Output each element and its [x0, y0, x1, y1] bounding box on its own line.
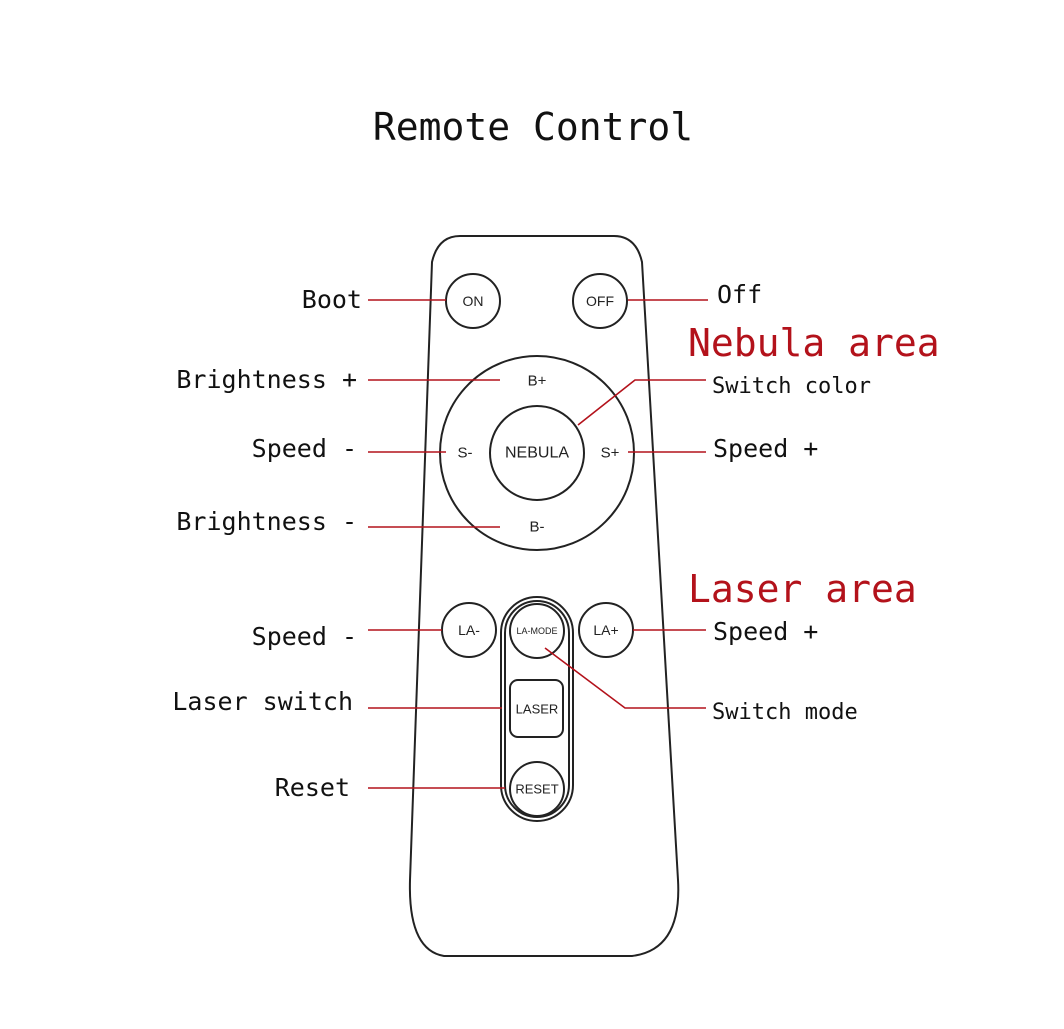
label-speed-plus-laser: Speed + — [713, 617, 818, 646]
laser-pill-outer — [500, 596, 574, 822]
la-mode-label: LA-MODE — [516, 626, 557, 636]
laser-button-label: LASER — [516, 702, 559, 717]
label-laser-switch: Laser switch — [172, 687, 353, 716]
on-button[interactable]: ON — [445, 273, 501, 329]
label-reset: Reset — [275, 773, 350, 802]
la-plus-button[interactable]: LA+ — [578, 602, 634, 658]
label-speed-plus-nebula: Speed + — [713, 434, 818, 463]
la-plus-label: LA+ — [593, 622, 618, 638]
nebula-button-label: NEBULA — [505, 445, 569, 462]
laser-button[interactable]: LASER — [509, 679, 564, 738]
off-button[interactable]: OFF — [572, 273, 628, 329]
label-switch-mode: Switch mode — [712, 700, 858, 725]
leader-lines — [368, 299, 708, 789]
brightness-minus-button[interactable]: B- — [530, 519, 545, 536]
speed-minus-button[interactable]: S- — [458, 445, 473, 462]
label-brightness-minus: Brightness - — [176, 507, 357, 536]
la-minus-button[interactable]: LA- — [441, 602, 497, 658]
la-mode-button[interactable]: LA-MODE — [509, 603, 565, 659]
reset-button[interactable]: RESET — [509, 761, 565, 817]
nebula-button[interactable]: NEBULA — [489, 405, 585, 501]
label-speed-minus-laser: Speed - — [252, 622, 357, 651]
reset-button-label: RESET — [515, 782, 558, 797]
label-off: Off — [717, 280, 762, 309]
remote-body — [408, 235, 680, 957]
off-button-label: OFF — [586, 293, 614, 309]
on-button-label: ON — [463, 293, 484, 309]
label-switch-color: Switch color — [712, 374, 871, 399]
brightness-plus-button[interactable]: B+ — [528, 373, 547, 390]
label-speed-minus-nebula: Speed - — [252, 434, 357, 463]
nebula-ring — [439, 355, 635, 551]
la-minus-label: LA- — [458, 622, 480, 638]
label-boot: Boot — [302, 285, 362, 314]
speed-plus-button[interactable]: S+ — [601, 445, 620, 462]
diagram-title: Remote Control — [373, 105, 693, 149]
nebula-area-heading: Nebula area — [688, 321, 940, 365]
label-brightness-plus: Brightness + — [176, 365, 357, 394]
laser-area-heading: Laser area — [688, 567, 917, 611]
